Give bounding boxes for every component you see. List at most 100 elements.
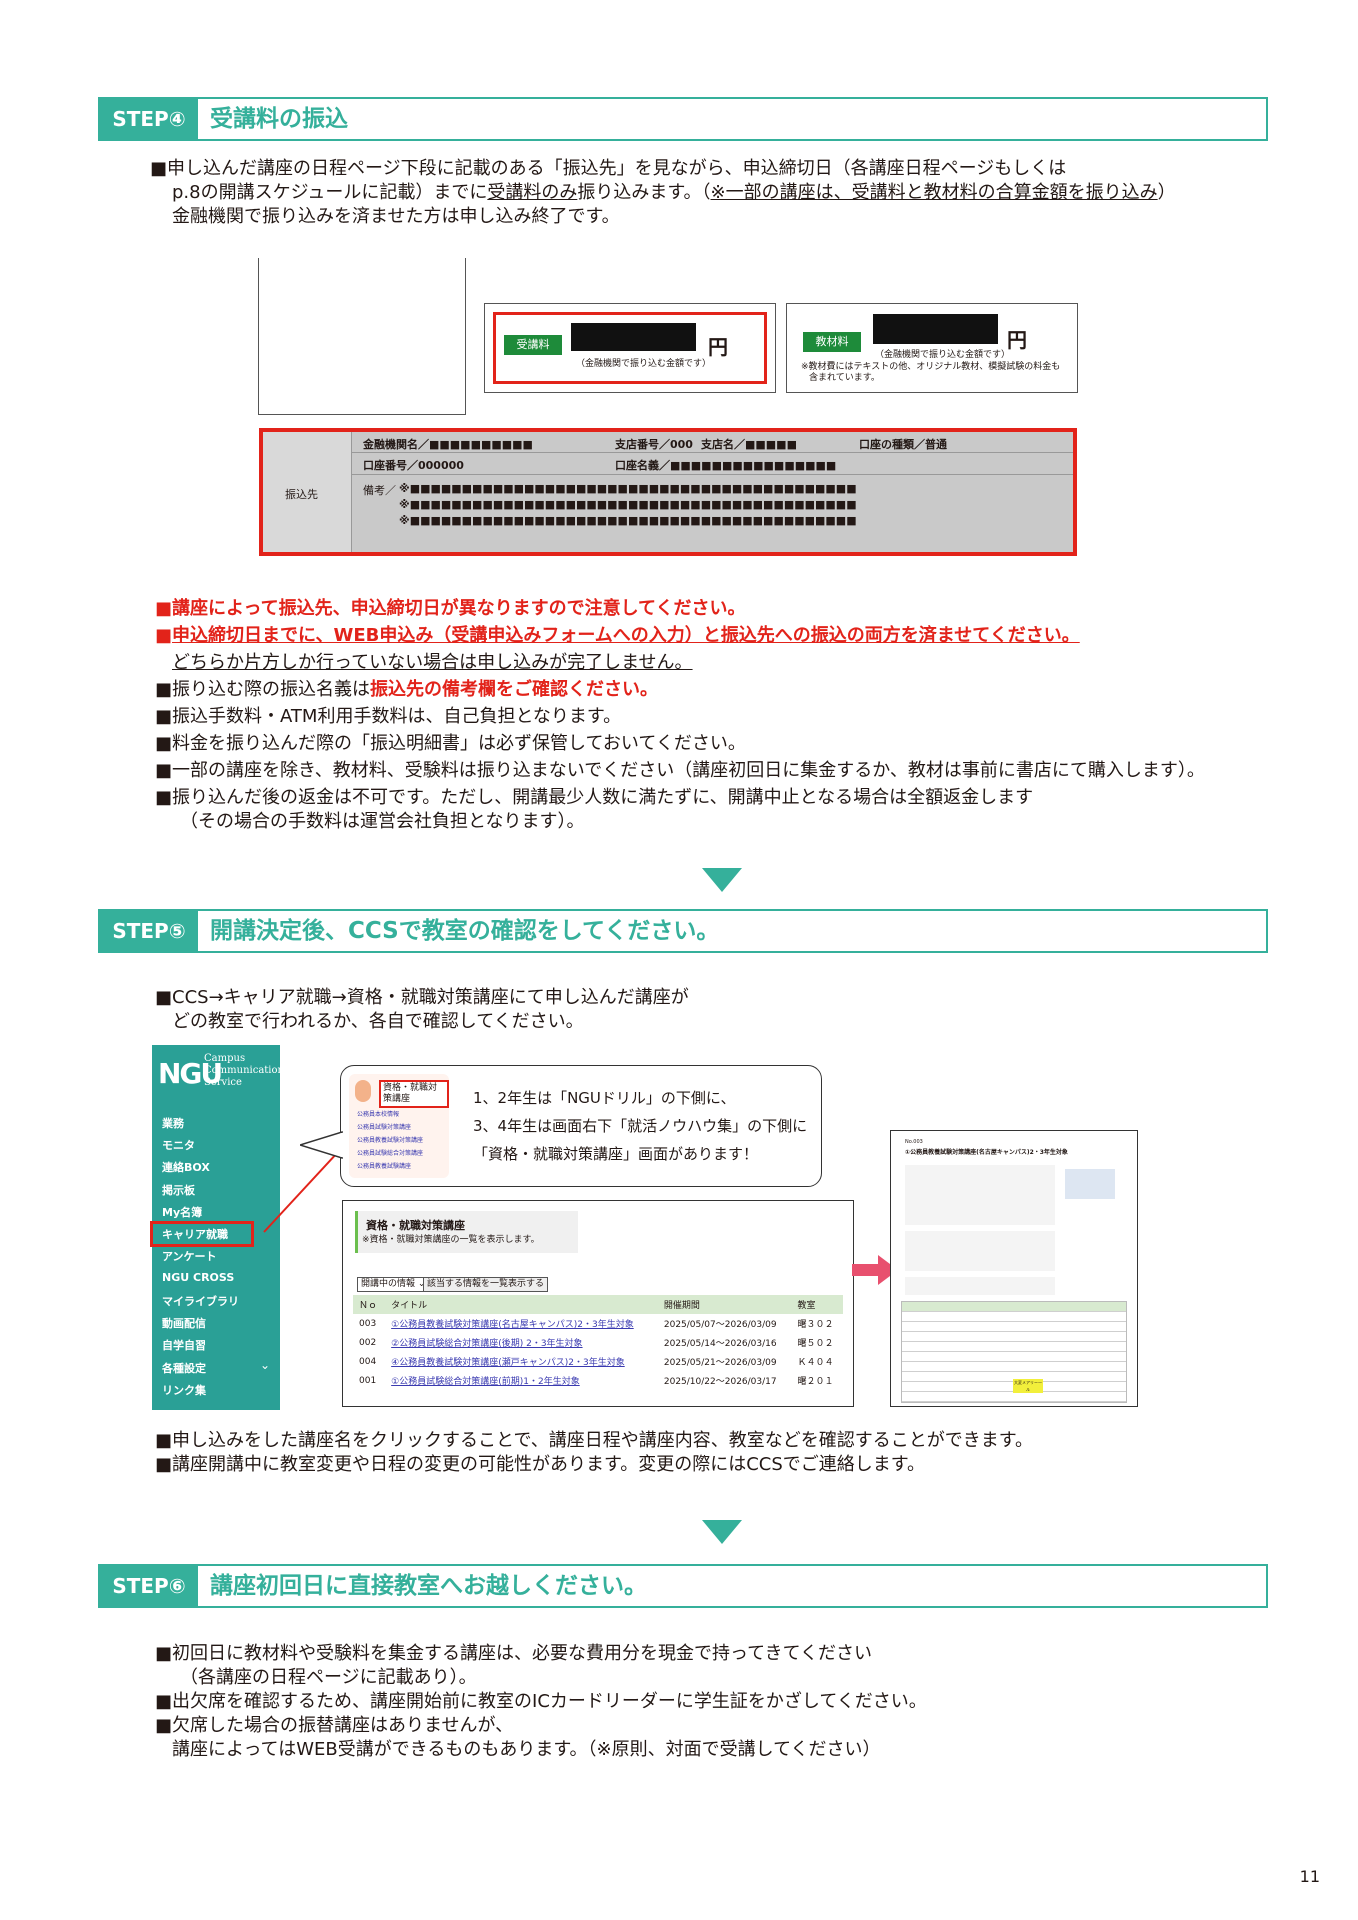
step4-intro-3: 金融機関で振り込みを済ませた方は申し込み終了です。 bbox=[172, 206, 620, 227]
callout-text: 1、2年生は「NGUドリル」の下側に、3、4年生は画面右下「就活ノウハウ集」の下… bbox=[473, 1089, 808, 1163]
cell-no: 001 bbox=[359, 1375, 377, 1386]
table-header-row: Ｎｏ タイトル 開催期間 教室 bbox=[353, 1295, 843, 1314]
sidebar-item-ngu-cross[interactable]: NGU CROSS bbox=[162, 1271, 235, 1284]
material-note-2: ※教材費にはテキストの他、オリジナル教材、模擬試験の料金も bbox=[801, 362, 1061, 372]
remarks-line-3: ※■■■■■■■■■■■■■■■■■■■■■■■■■■■■■■■■■■■■■■■… bbox=[399, 514, 857, 527]
sidebar-item-video[interactable]: 動画配信 bbox=[162, 1317, 206, 1330]
right-arrow-icon bbox=[852, 1255, 898, 1285]
step6-badge: STEP⑥ bbox=[100, 1566, 198, 1606]
callout-mini-shot: 資格・就職対策講座 公務員本校情報公務員試験対策講座公務員教養試験対策講座公務員… bbox=[349, 1074, 449, 1178]
fee-box-highlight: 受講料 円 （金融機関で振り込む金額です） bbox=[493, 312, 767, 384]
cell-period: 2025/05/21〜2026/03/09 bbox=[663, 1358, 777, 1368]
course-link[interactable]: ④公務員教養試験対策講座(瀬戸キャンパス)2・3年生対象 bbox=[391, 1358, 625, 1368]
sidebar-item-self-study[interactable]: 自学自習 bbox=[162, 1339, 206, 1352]
transfer-label: 振込先 bbox=[285, 488, 318, 501]
account-name: 口座名義／■■■■■■■■■■■■■■■■ bbox=[615, 459, 837, 472]
step4-intro-2: p.8の開講スケジュールに記載）までに受講料のみ振り込みます。（※一部の講座は、… bbox=[172, 182, 1176, 203]
step6-line-1: ■初回日に教材料や受験料を集金する講座は、必要な費用分を現金で持ってきてください bbox=[155, 1643, 873, 1664]
ngu-logo: NGU bbox=[158, 1057, 223, 1090]
list-title: 資格・就職対策講座 bbox=[366, 1219, 465, 1232]
cell-no: 002 bbox=[359, 1337, 377, 1348]
fee-note: （金融機関で振り込む金額です） bbox=[576, 359, 712, 369]
table-row: 001 ①公務員試験総合対策講座(前期)1・2年生対象 2025/10/22〜2… bbox=[353, 1371, 843, 1390]
cell-room: 曙５０２ bbox=[797, 1339, 834, 1349]
sidebar-item-business[interactable]: 業務 bbox=[162, 1117, 184, 1130]
note-1: ■講座によって振込先、申込締切日が異なりますので注意してください。 bbox=[155, 598, 746, 619]
callout-bubble: 資格・就職対策講座 公務員本校情報公務員試験対策講座公務員教養試験対策講座公務員… bbox=[340, 1065, 822, 1187]
material-note-3: 含まれています。 bbox=[809, 373, 880, 383]
detail-title: ①公務員教養試験対策講座(名古屋キャンパス)2・3年生対象 bbox=[905, 1149, 1068, 1156]
step5-after-2: ■講座開講中に教室変更や日程の変更の可能性があります。変更の際にはCCSでご連絡… bbox=[155, 1454, 925, 1475]
bank-name: 金融機関名／■■■■■■■■■■ bbox=[363, 438, 533, 451]
note-3: ■振り込む際の振込名義は振込先の備考欄をご確認ください。 bbox=[155, 679, 659, 700]
note-8: （その場合の手数料は運営会社負担となります）。 bbox=[180, 811, 585, 832]
show-list-button[interactable]: 該当する情報を一覧表示する bbox=[423, 1277, 549, 1292]
th-period: 開催期間 bbox=[657, 1295, 792, 1314]
filter-select[interactable]: 開講中の情報 ⌄ bbox=[357, 1277, 430, 1292]
material-box: 教材料 円 （金融機関で振り込む金額です） ※教材費にはテキストの他、オリジナル… bbox=[786, 303, 1078, 393]
row-divider-2 bbox=[351, 474, 1073, 475]
detail-text-block-3 bbox=[905, 1277, 1055, 1295]
callout-link-list: 公務員本校情報公務員試験対策講座公務員教養試験対策講座公務員試験総合対策講座公務… bbox=[357, 1111, 424, 1170]
person-icon bbox=[355, 1080, 371, 1102]
list-subtitle: ※資格・就職対策講座の一覧を表示します。 bbox=[362, 1235, 540, 1245]
step6-header: STEP⑥ 講座初回日に直接教室へお越しください。 bbox=[98, 1564, 1268, 1608]
chevron-down-icon: ⌄ bbox=[260, 1358, 271, 1372]
fee-yen: 円 bbox=[708, 335, 728, 359]
th-room: 教室 bbox=[791, 1295, 843, 1314]
detail-info-box bbox=[1065, 1169, 1115, 1199]
sidebar-item-board[interactable]: 掲示板 bbox=[162, 1184, 195, 1197]
step6-title: 講座初回日に直接教室へお越しください。 bbox=[210, 1573, 647, 1599]
transfer-label-cell: 振込先 bbox=[263, 432, 352, 552]
cell-period: 2025/10/22〜2026/03/17 bbox=[663, 1377, 777, 1387]
step5-after-1: ■申し込みをした講座名をクリックすることで、講座日程や講座内容、教室などを確認す… bbox=[155, 1430, 1033, 1451]
sidebar-item-links[interactable]: リンク集 bbox=[162, 1384, 206, 1397]
cell-no: 004 bbox=[359, 1356, 377, 1367]
note-5: ■料金を振り込んだ際の「振込明細書」は必ず保管しておいてください。 bbox=[155, 733, 746, 754]
page-number: 11 bbox=[1299, 1867, 1320, 1886]
sidebar-item-career[interactable]: キャリア就職 bbox=[162, 1228, 228, 1241]
step4-title: 受講料の振込 bbox=[210, 106, 348, 132]
callout-tail bbox=[300, 1130, 344, 1160]
remarks-label: 備考／ bbox=[363, 484, 396, 497]
sidebar-item-library[interactable]: マイライブラリ bbox=[162, 1295, 239, 1308]
cell-room: 曙３０２ bbox=[797, 1320, 834, 1330]
th-no: Ｎｏ bbox=[353, 1295, 386, 1314]
fee-box: 受講料 円 （金融機関で振り込む金額です） bbox=[484, 303, 776, 393]
transfer-table: 振込先 金融機関名／■■■■■■■■■■ 支店番号／000 支店名／■■■■■ … bbox=[259, 428, 1077, 556]
sidebar-item-box[interactable]: 連絡BOX bbox=[162, 1161, 210, 1174]
course-list-shot: 資格・就職対策講座 ※資格・就職対策講座の一覧を表示します。 開講中の情報 ⌄ … bbox=[342, 1200, 854, 1407]
material-amount-redacted bbox=[873, 314, 998, 344]
step6-line-4: ■欠席した場合の振替講座はありませんが、 bbox=[155, 1715, 514, 1736]
step6-line-5: 講座によってはWEB受講ができるものもあります。（※原則、対面で受講してください… bbox=[172, 1739, 881, 1760]
fee-label: 受講料 bbox=[504, 335, 562, 355]
callout-tab[interactable]: 資格・就職対策講座 bbox=[379, 1080, 449, 1108]
fee-amount-redacted bbox=[571, 323, 696, 351]
step5-intro-2: どの教室で行われるか、各自で確認してください。 bbox=[172, 1011, 584, 1032]
sidebar-item-settings[interactable]: 各種設定 bbox=[162, 1362, 206, 1375]
row-divider-1 bbox=[351, 452, 1073, 453]
th-title: タイトル bbox=[385, 1295, 658, 1314]
step5-intro-1: ■CCS→キャリア就職→資格・就職対策講座にて申し込んだ講座が bbox=[155, 987, 689, 1008]
course-link[interactable]: ①公務員試験総合対策講座(前期)1・2年生対象 bbox=[391, 1377, 580, 1387]
course-detail-shot: No.003 ①公務員教養試験対策講座(名古屋キャンパス)2・3年生対象 大変メ… bbox=[890, 1130, 1138, 1407]
step4-badge: STEP④ bbox=[100, 99, 198, 139]
account-type: 口座の種類／普通 bbox=[859, 438, 947, 451]
step5-badge: STEP⑤ bbox=[100, 911, 198, 951]
note-6: ■一部の講座を除き、教材料、受験料は振り込まないでください（講座初回日に集金する… bbox=[155, 760, 1205, 781]
cell-room: Ｋ４０４ bbox=[797, 1358, 834, 1368]
sidebar-item-survey[interactable]: アンケート bbox=[162, 1250, 217, 1263]
course-link[interactable]: ①公務員教養試験対策講座(名古屋キャンパス)2・3年生対象 bbox=[391, 1320, 634, 1330]
table-row: 003 ①公務員教養試験対策講座(名古屋キャンパス)2・3年生対象 2025/0… bbox=[353, 1314, 843, 1333]
table-row: 004 ④公務員教養試験対策講座(瀬戸キャンパス)2・3年生対象 2025/05… bbox=[353, 1352, 843, 1371]
table-row: 002 ②公務員試験総合対策講座(後期) 2・3年生対象 2025/05/14〜… bbox=[353, 1333, 843, 1352]
sidebar-item-roster[interactable]: My名簿 bbox=[162, 1206, 203, 1219]
remarks-line-1: ※■■■■■■■■■■■■■■■■■■■■■■■■■■■■■■■■■■■■■■■… bbox=[399, 482, 857, 495]
material-yen: 円 bbox=[1007, 328, 1027, 352]
down-arrow-icon bbox=[702, 868, 742, 892]
course-link[interactable]: ②公務員試験総合対策講座(後期) 2・3年生対象 bbox=[391, 1339, 583, 1349]
note-2: ■申込締切日までに、WEB申込み（受講申込みフォームへの入力）と振込先への振込の… bbox=[155, 625, 1080, 646]
sidebar-item-monitor[interactable]: モニタ bbox=[162, 1139, 195, 1152]
course-table: Ｎｏ タイトル 開催期間 教室 003 ①公務員教養試験対策講座(名古屋キャンパ… bbox=[353, 1295, 843, 1390]
